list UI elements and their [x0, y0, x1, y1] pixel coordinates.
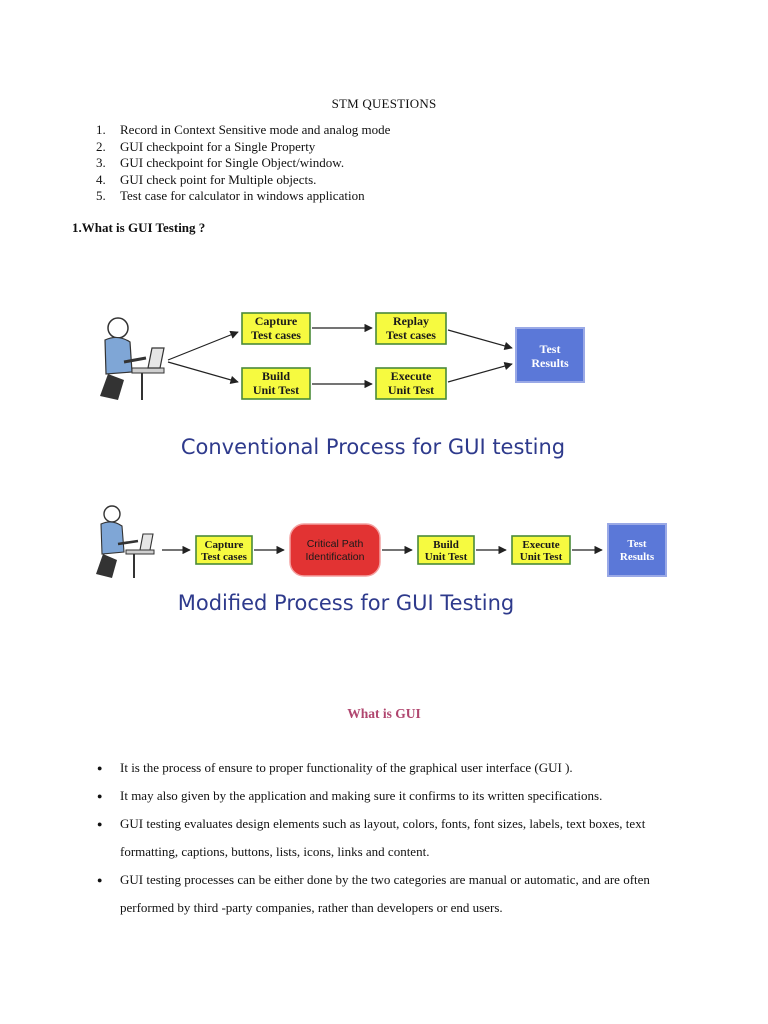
execute-label-line2: Unit Test: [388, 383, 434, 397]
item-text: GUI checkpoint for a Single Property: [120, 138, 316, 154]
modified-process-figure: Capture Test cases Critical Path Identif…: [72, 498, 692, 628]
document-title: STM QUESTIONS: [331, 96, 437, 111]
item-number: 2.: [96, 138, 106, 154]
replay-label-line1: Replay: [393, 314, 429, 328]
bullet-text: It is the process of ensure to proper fu…: [120, 760, 573, 775]
critical-path-identification-box: [289, 523, 381, 577]
bullet-list: ● It is the process of ensure to proper f…: [96, 754, 706, 922]
list-item: 2. GUI checkpoint for a Single Property: [96, 139, 390, 156]
list-item: 3. GUI checkpoint for Single Object/windo…: [96, 155, 390, 172]
item-text: GUI check point for Multiple objects.: [120, 171, 317, 187]
conventional-process-figure: Capture Test cases Build Unit Test Repla…: [72, 296, 692, 476]
modified-process-diagram: Capture Test cases Critical Path Identif…: [96, 505, 667, 615]
capture-label-line1: Capture: [255, 314, 298, 328]
item-number: 4.: [96, 171, 106, 187]
critical-label-line1: Critical Path: [307, 538, 364, 550]
capture-label-line2: Test cases: [251, 328, 301, 342]
critical-label-line2: Identification: [306, 551, 365, 563]
person-at-computer-icon: [96, 505, 155, 578]
list-item: ● GUI testing evaluates design elements s…: [96, 810, 706, 866]
capture-label-line1: Capture: [205, 539, 244, 551]
item-text: GUI checkpoint for Single Object/window.: [120, 155, 345, 171]
list-item: 5. Test case for calculator in windows ap…: [96, 188, 390, 205]
question-heading: 1.What is GUI Testing ?: [72, 220, 206, 235]
results-label-line2: Results: [620, 551, 655, 563]
bullet-icon: ●: [97, 819, 103, 829]
item-number: 1.: [96, 122, 106, 137]
build-label-line2: Unit Test: [425, 551, 468, 563]
build-label-line1: Build: [433, 539, 459, 551]
list-item: ● It is the process of ensure to proper f…: [96, 754, 706, 782]
build-label-line1: Build: [262, 369, 290, 383]
person-at-computer-icon: [100, 317, 165, 400]
build-unit-test-box: [417, 535, 475, 565]
capture-label-line2: Test cases: [201, 551, 247, 563]
results-label-line1: Test: [627, 538, 646, 550]
bullet-text: GUI testing evaluates design elements su…: [120, 816, 646, 859]
item-text: Record in Context Sensitive mode and ana…: [120, 122, 391, 137]
results-label-line1: Test: [540, 342, 561, 356]
list-item: 1. Record in Context Sensitive mode and a…: [96, 122, 390, 139]
item-number: 3.: [96, 155, 106, 171]
list-item: ● It may also given by the application an…: [96, 782, 706, 810]
bullet-text: It may also given by the application and…: [120, 788, 603, 803]
list-item: ● GUI testing processes can be either don…: [96, 866, 706, 922]
bullet-icon: ●: [97, 791, 103, 801]
execute-label-line1: Execute: [391, 369, 432, 383]
question-list: 1. Record in Context Sensitive mode and a…: [96, 122, 390, 205]
conventional-caption: Conventional Process for GUI testing: [181, 435, 565, 459]
build-label-line2: Unit Test: [253, 383, 299, 397]
item-number: 5.: [96, 188, 106, 204]
bullet-text: GUI testing processes can be either done…: [120, 872, 650, 915]
execute-unit-test-box: [375, 367, 447, 400]
modified-caption: Modified Process for GUI Testing: [178, 591, 515, 615]
test-results-box: [515, 327, 585, 383]
execute-unit-test-box: [511, 535, 571, 565]
conventional-process-diagram: Capture Test cases Build Unit Test Repla…: [100, 312, 585, 459]
list-item: 4. GUI check point for Multiple objects.: [96, 172, 390, 189]
bullet-icon: ●: [97, 875, 103, 885]
replay-label-line2: Test cases: [386, 328, 436, 342]
test-results-box: [607, 523, 667, 577]
capture-test-cases-box: [241, 312, 311, 345]
bullet-icon: ●: [97, 763, 103, 773]
capture-test-cases-box: [195, 535, 253, 565]
replay-test-cases-box: [375, 312, 447, 345]
execute-label-line1: Execute: [522, 539, 559, 551]
item-text: Test case for calculator in windows appl…: [120, 188, 365, 204]
results-label-line2: Results: [531, 356, 569, 370]
build-unit-test-box: [241, 367, 311, 400]
section-heading: What is GUI: [347, 706, 421, 721]
execute-label-line2: Unit Test: [520, 551, 563, 563]
